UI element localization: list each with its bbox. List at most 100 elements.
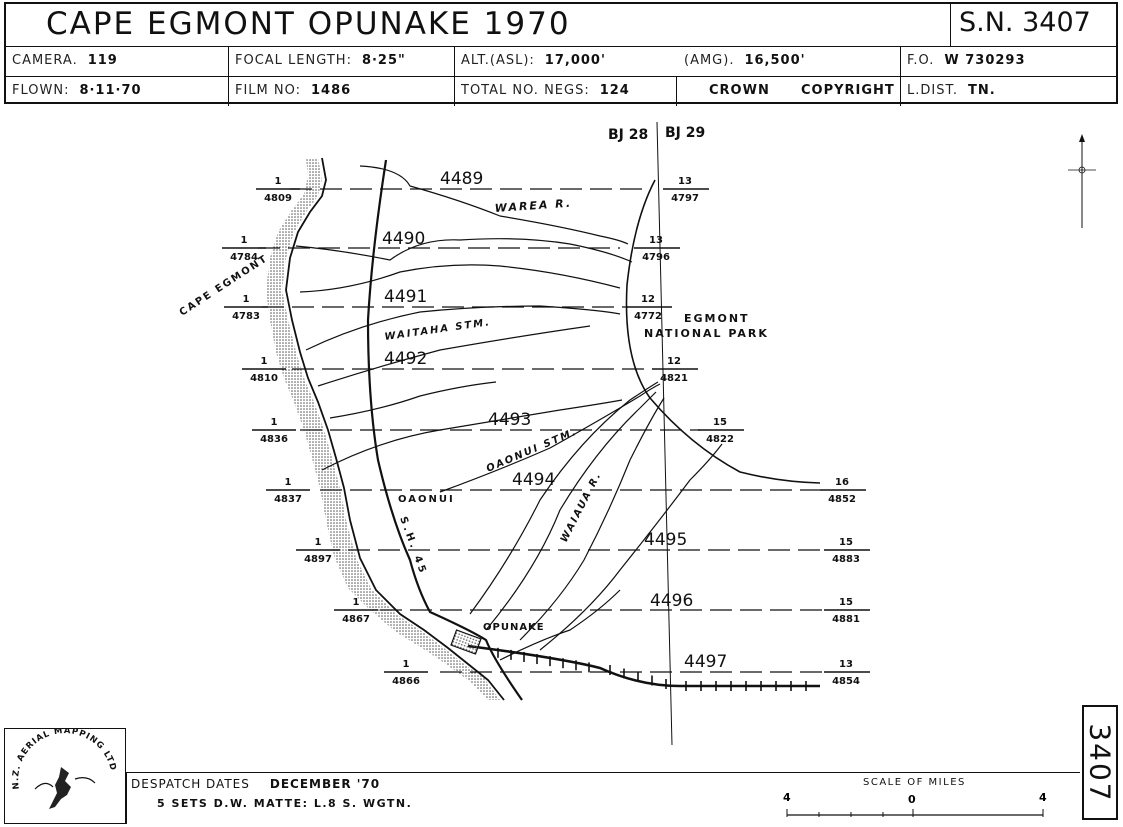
label-national-park: NATIONAL PARK — [644, 327, 769, 340]
scale-mid-value: 0 — [908, 793, 916, 806]
map-title: CAPE EGMONT OPUNAKE 1970 — [46, 6, 571, 42]
run-left-bottom-4492: 4810 — [250, 373, 278, 384]
run-left-top-4494: 1 — [285, 477, 292, 488]
scale-right-value: 4 — [1039, 791, 1047, 804]
label-egmont: EGMONT — [684, 312, 750, 325]
title-row: CAPE EGMONT OPUNAKE 1970 S.N. 3407 — [6, 4, 1116, 47]
flight-runs: 1480913479744891478413479644901478312477… — [222, 169, 870, 687]
amg-label: (AMG). — [684, 53, 735, 68]
flown-label: FLOWN: — [12, 83, 70, 98]
run-right-bottom-4493: 4822 — [706, 434, 734, 445]
run-right-top-4490: 13 — [649, 235, 663, 246]
copyright-cell: CROWN COPYRIGHT — [676, 76, 900, 106]
film-cell: FILM NO: 1486 — [228, 76, 454, 106]
despatch-line: DESPATCH DATES DECEMBER '70 — [131, 777, 380, 791]
nz-map-silhouette-icon — [49, 767, 71, 809]
run-left-top-4496: 1 — [353, 597, 360, 608]
run-right-top-4491: 12 — [641, 294, 655, 305]
north-arrow-icon — [1068, 134, 1096, 228]
river-4491 — [299, 264, 621, 293]
waiaua-river — [469, 381, 659, 615]
alt-value: 17,000' — [544, 53, 606, 68]
river-4493b — [321, 399, 623, 471]
run-right-top-4489: 13 — [678, 176, 692, 187]
run-right-bottom-4490: 4796 — [642, 252, 670, 263]
amg-value: 16,500' — [744, 53, 806, 68]
label-oaonui: OAONUI — [398, 494, 455, 505]
run-left-bottom-4494: 4837 — [274, 494, 302, 505]
focal-value: 8·25" — [361, 53, 406, 68]
focal-cell: FOCAL LENGTH:8·25" — [228, 46, 454, 76]
run-number-4490: 4490 — [382, 229, 425, 249]
fo-cell: F.O.W 730293 — [900, 46, 1118, 76]
run-number-4492: 4492 — [384, 349, 427, 369]
flown-cell: FLOWN:8·11·70 — [6, 76, 228, 106]
river-4492 — [317, 325, 591, 387]
nz-aerial-mapping-logo-icon: N.Z. AERIAL MAPPING LTD. — [3, 722, 117, 809]
run-right-bottom-4491: 4772 — [634, 311, 662, 322]
rivers — [295, 165, 723, 661]
run-left-bottom-4493: 4836 — [260, 434, 288, 445]
info-row-2: FLOWN:8·11·70 FILM NO: 1486 TOTAL NO. NEG… — [6, 76, 1116, 106]
fo-label: F.O. — [907, 53, 935, 68]
run-number-4493: 4493 — [488, 410, 531, 430]
sheet-boundary-line — [656, 121, 673, 746]
run-left-top-4490: 1 — [241, 235, 248, 246]
footer: N.Z. AERIAL MAPPING LTD. DESPATCH DATESD… — [3, 722, 1080, 824]
river-4496 — [499, 589, 621, 661]
run-left-top-4492: 1 — [261, 356, 268, 367]
waitaha-stream — [305, 305, 621, 351]
railway-ticks — [497, 647, 807, 691]
crown-text: CROWN — [709, 83, 770, 98]
railway-line — [467, 644, 820, 688]
run-left-top-4489: 1 — [275, 176, 282, 187]
camera-cell: CAMERA.119 — [6, 46, 228, 76]
oaonui-stream — [439, 383, 661, 493]
run-number-4495: 4495 — [644, 530, 687, 550]
scale-label: SCALE OF MILES — [863, 777, 966, 788]
run-number-4489: 4489 — [440, 169, 483, 189]
coastline — [285, 157, 505, 701]
run-right-bottom-4495: 4883 — [832, 554, 860, 565]
waiaua-branch — [485, 391, 657, 631]
label-waitaha-stream: WAITAHA STM. — [384, 317, 492, 343]
label-oaonui-stream: OAONUI STM. — [485, 426, 579, 474]
run-right-top-4495: 15 — [839, 537, 853, 548]
river-4490 — [295, 238, 633, 263]
run-left-top-4497: 1 — [403, 659, 410, 670]
run-right-top-4492: 12 — [667, 356, 681, 367]
scale-left-value: 4 — [783, 791, 791, 804]
run-left-bottom-4496: 4867 — [342, 614, 370, 625]
despatch-date: DECEMBER '70 — [269, 777, 381, 791]
film-value: 1486 — [311, 83, 352, 98]
ldist-label: L.DIST. — [907, 83, 959, 98]
run-left-bottom-4491: 4783 — [232, 311, 260, 322]
negs-value: 124 — [599, 83, 630, 98]
run-right-bottom-4494: 4852 — [828, 494, 856, 505]
run-number-4496: 4496 — [650, 591, 693, 611]
amg-cell: (AMG). 16,500' — [678, 46, 900, 76]
camera-value: 119 — [87, 53, 118, 68]
film-label: FILM NO: — [235, 83, 302, 98]
warea-river — [359, 165, 629, 245]
sheet-label-bj28: BJ 28 — [608, 127, 648, 143]
scale-bar: 4 0 4 — [783, 791, 1047, 817]
run-right-top-4497: 13 — [839, 659, 853, 670]
alt-cell: ALT.(ASL):17,000' — [454, 46, 678, 76]
vertical-sortie-number: 3407 — [1082, 705, 1118, 820]
run-left-bottom-4489: 4809 — [264, 193, 292, 204]
run-left-top-4495: 1 — [315, 537, 322, 548]
copyright-text: COPYRIGHT — [801, 83, 895, 98]
negs-cell: TOTAL NO. NEGS:124 — [454, 76, 676, 106]
state-highway — [366, 159, 523, 701]
opunake-town-area — [450, 629, 482, 655]
despatch-label: DESPATCH DATES — [131, 777, 250, 791]
river-4493 — [329, 381, 497, 419]
label-warea-river: WAREA R. — [494, 197, 572, 215]
vertical-sn-text: 3407 — [1083, 722, 1117, 803]
run-right-top-4496: 15 — [839, 597, 853, 608]
run-number-4497: 4497 — [684, 652, 727, 672]
run-number-4491: 4491 — [384, 287, 427, 307]
label-cape-egmont: CAPE EGMONT — [178, 253, 271, 319]
